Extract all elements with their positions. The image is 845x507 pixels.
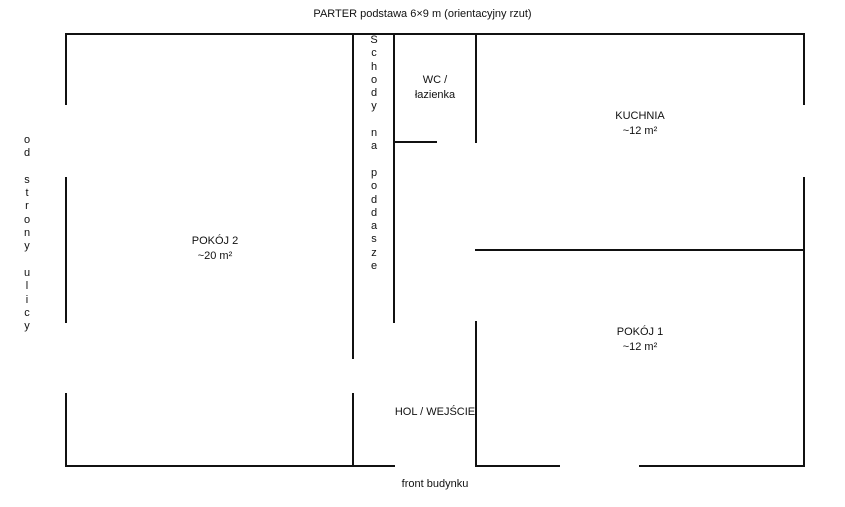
letter: S (370, 34, 378, 46)
room-area: ~12 m² (622, 341, 658, 353)
letter (20, 254, 34, 267)
letter: h (370, 60, 378, 73)
letter: y (371, 100, 377, 113)
letter: r (25, 200, 29, 213)
room-pokoj-1: POKÓJ 1 ~12 m² (580, 325, 700, 355)
room-name: POKÓJ 2 (191, 235, 239, 247)
letter: c (24, 306, 30, 319)
room-name: HOL / WEJŚCIE (394, 406, 476, 418)
letter: d (23, 147, 31, 160)
letter: t (25, 187, 29, 200)
letter: z (371, 246, 377, 259)
letter: i (25, 293, 29, 306)
letter: l (25, 280, 29, 293)
letter: d (370, 206, 378, 219)
front-label: front budynku (401, 478, 469, 490)
room-pokoj-2: POKÓJ 2 ~20 m² (160, 234, 270, 264)
room-name: WC / (422, 74, 448, 86)
letter: o (370, 73, 378, 86)
letter (20, 161, 34, 174)
letter: o (370, 180, 378, 193)
letter: a (370, 140, 378, 153)
letter: d (370, 193, 378, 206)
letter: s (371, 233, 377, 246)
letter: s (24, 173, 30, 186)
letter: y (24, 320, 30, 333)
letter: p (370, 166, 378, 179)
letter: u (23, 266, 31, 279)
letter: o (23, 213, 31, 226)
letter (367, 154, 381, 167)
room-name: POKÓJ 1 (616, 326, 664, 338)
letter: e (370, 260, 378, 273)
room-area: łazienka (414, 89, 456, 101)
room-name: KUCHNIA (615, 110, 665, 122)
letter: o (23, 134, 31, 146)
room-area: ~12 m² (622, 125, 658, 137)
letter: d (370, 87, 378, 100)
letter: n (23, 227, 31, 240)
room-area: ~20 m² (197, 250, 233, 262)
room-kuchnia: KUCHNIA ~12 m² (580, 109, 700, 139)
room-wc: WC / łazienka (396, 73, 474, 103)
letter (367, 114, 381, 127)
letter: c (371, 47, 377, 60)
room-hol: HOL / WEJŚCIE (380, 405, 490, 420)
letter: n (370, 127, 378, 140)
letter: y (24, 240, 30, 253)
plan-title: PARTER podstawa 6×9 m (orientacyjny rzut… (313, 8, 532, 20)
letter: a (370, 220, 378, 233)
